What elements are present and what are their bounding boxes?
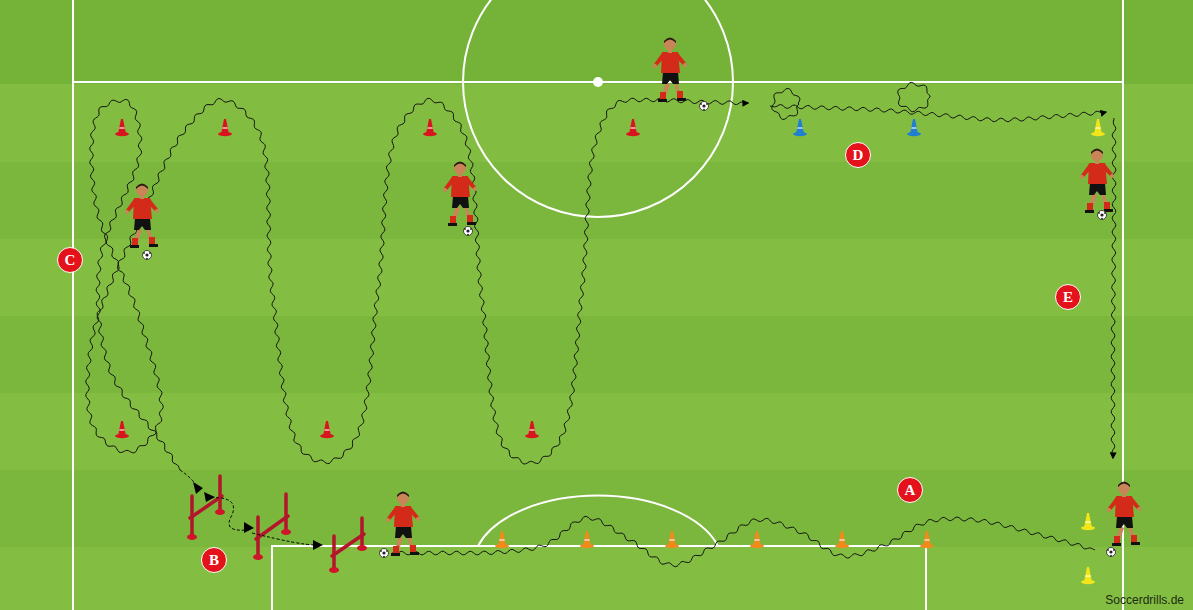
watermark: Soccerdrills.de xyxy=(1105,593,1184,607)
station-marker: C xyxy=(57,247,83,273)
dribble-path xyxy=(772,88,800,119)
dribble-path xyxy=(770,105,1106,122)
station-letter: C xyxy=(65,253,76,268)
dribble-path xyxy=(86,98,748,470)
station-marker: A xyxy=(897,477,923,503)
dribble-path xyxy=(1111,118,1116,458)
dribble-path xyxy=(898,82,930,111)
station-letter: A xyxy=(905,483,916,498)
station-letter: D xyxy=(853,148,864,163)
station-marker: E xyxy=(1055,284,1081,310)
station-marker: B xyxy=(201,547,227,573)
station-letter: E xyxy=(1063,290,1073,305)
station-letter: B xyxy=(209,553,219,568)
dribble-path xyxy=(392,516,1095,566)
station-marker: D xyxy=(845,142,871,168)
